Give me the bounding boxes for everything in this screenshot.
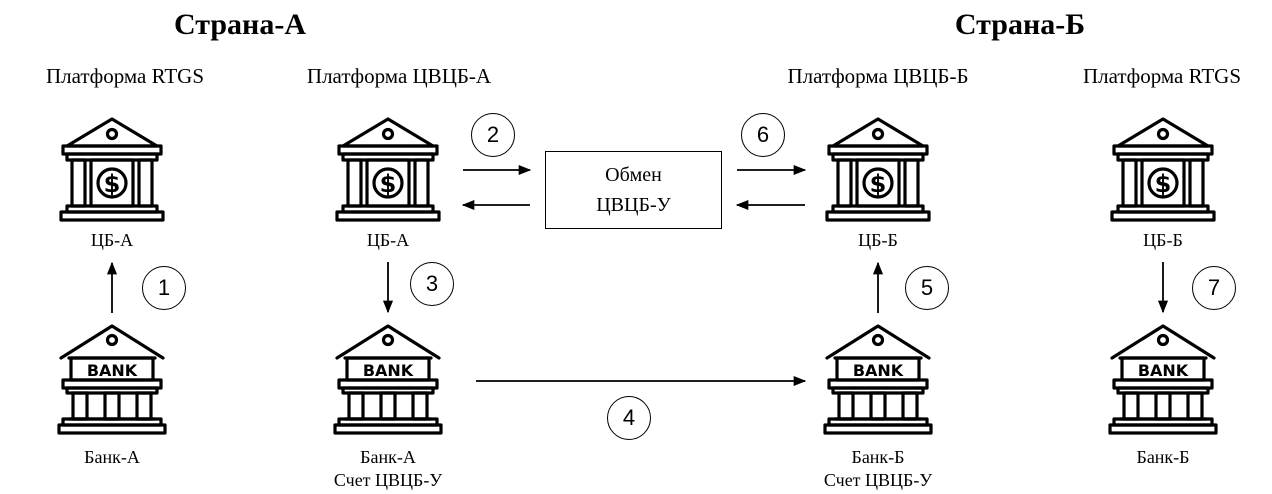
step-1-marker: 1 xyxy=(142,266,186,310)
bank-a-account-label: Счет ЦВЦБ-У xyxy=(333,470,443,490)
step-5-marker: 5 xyxy=(905,266,949,310)
step-3-marker: 3 xyxy=(410,262,454,306)
bank-a-label: Банк-А xyxy=(360,447,416,467)
bank-a-label: Банк-А xyxy=(84,447,140,467)
bank-b-label: Банк-Б xyxy=(1136,447,1190,467)
central-bank-a-label: ЦБ-А xyxy=(90,230,134,250)
step-4-marker: 4 xyxy=(607,396,651,440)
country-a-title: Страна-А xyxy=(174,8,306,41)
central-bank-b-label: ЦБ-Б xyxy=(1143,230,1183,250)
platform-cbdc-b: Платформа ЦВЦБ-Б xyxy=(787,64,969,88)
central-bank-b-label: ЦБ-Б xyxy=(858,230,898,250)
platform-cbdc-a: Платформа ЦВЦБ-А xyxy=(306,64,492,88)
bank-b-label: Банк-Б xyxy=(851,447,905,467)
country-b-title: Страна-Б xyxy=(954,8,1086,41)
exchange-box: Обмен ЦВЦБ-У xyxy=(545,151,722,229)
step-7-marker: 7 xyxy=(1192,266,1236,310)
step-6-marker: 6 xyxy=(741,113,785,157)
exchange-line-2: ЦВЦБ-У xyxy=(596,194,671,216)
exchange-line-1: Обмен xyxy=(605,164,662,186)
step-2-marker: 2 xyxy=(471,113,515,157)
bank-b-account-label: Счет ЦВЦБ-У xyxy=(823,470,933,490)
central-bank-a-label: ЦБ-А xyxy=(366,230,410,250)
platform-rtgs-a: Платформа RTGS xyxy=(45,64,205,88)
platform-rtgs-b: Платформа RTGS xyxy=(1082,64,1242,88)
